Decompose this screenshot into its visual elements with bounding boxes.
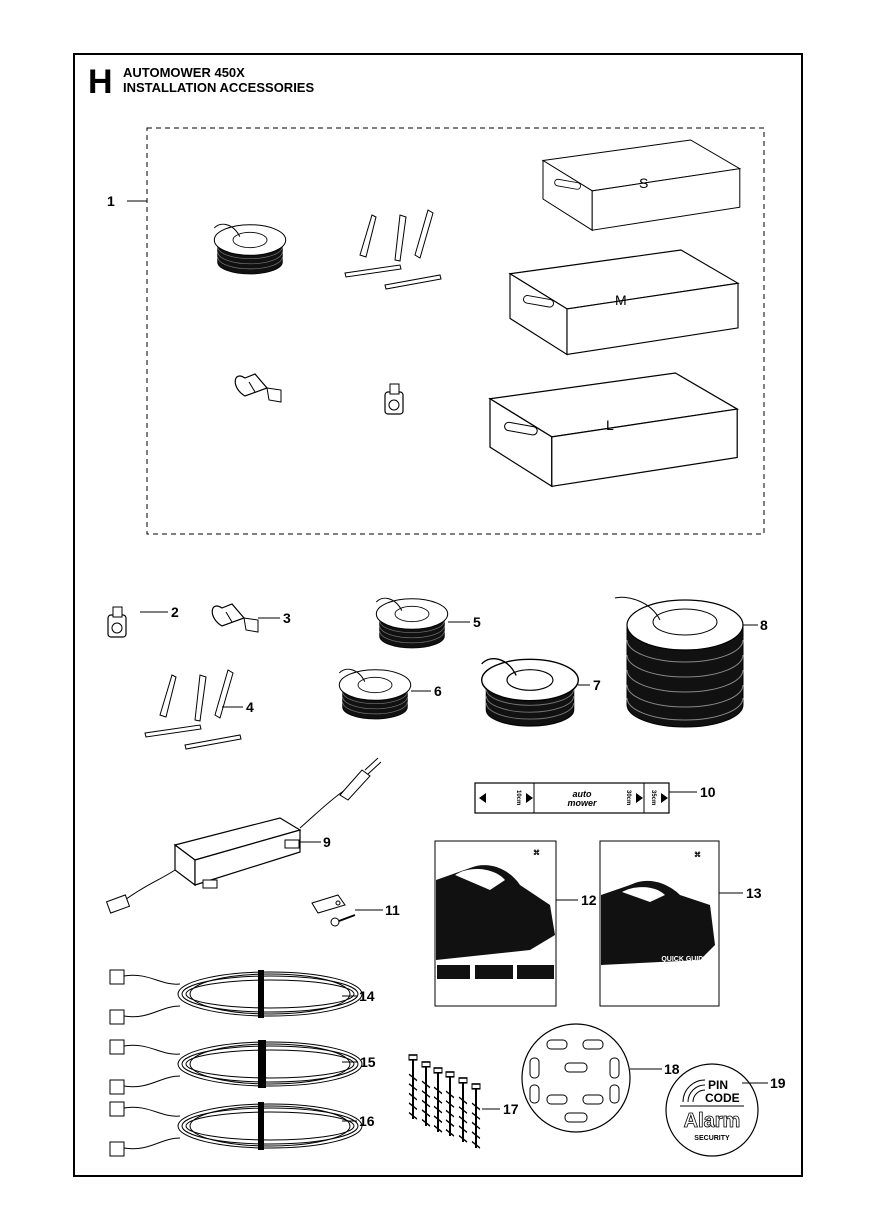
- sticker-alarm: Alarm: [684, 1110, 741, 1132]
- callout-16: 16: [359, 1113, 375, 1129]
- part-spool-5: [375, 597, 449, 649]
- callout-12: 12: [581, 892, 597, 908]
- husqvarna-logo-icon: ⌘: [694, 851, 701, 859]
- callout-18: 18: [664, 1061, 680, 1077]
- part-spool-7: [481, 657, 579, 727]
- page-frame: [73, 53, 803, 1177]
- quick-guide-caption: QUICK GUIDE: [661, 956, 708, 963]
- part-bone-plate: [521, 1023, 631, 1133]
- callout-4: 4: [246, 699, 254, 715]
- callout-17: 17: [503, 1101, 519, 1117]
- kit-group-outline: [146, 127, 765, 535]
- part-measuring-gauge: 10cm 30cm 35cm auto mower: [474, 782, 670, 814]
- callout-14: 14: [359, 988, 375, 1004]
- part-spool-8: [614, 596, 744, 728]
- callout-9: 9: [323, 834, 331, 850]
- part-pegs: [144, 669, 242, 750]
- callout-5: 5: [473, 614, 481, 630]
- callout-13: 13: [746, 885, 762, 901]
- kit-size-l: L: [606, 417, 614, 433]
- part-cable-16: [109, 1101, 363, 1157]
- sticker-code: CODE: [705, 1091, 740, 1105]
- callout-6: 6: [434, 683, 442, 699]
- callout-15: 15: [360, 1054, 376, 1070]
- part-quick-guide: ⌘ QUICK GUIDE: [599, 840, 720, 1007]
- part-operator-manual: ⌘: [434, 840, 557, 1007]
- kit-coupler: [384, 383, 404, 415]
- part-power-supply: [105, 757, 382, 914]
- sticker-pin: PIN: [708, 1078, 728, 1092]
- callout-19: 19: [770, 1075, 786, 1091]
- part-coupler: [107, 606, 127, 638]
- gauge-mark-30cm: 30cm: [625, 790, 631, 805]
- part-cable-14: [109, 969, 363, 1025]
- part-pin-code-sticker: PIN CODE Alarm SECURITY: [665, 1063, 759, 1157]
- section-title: INSTALLATION ACCESSORIES: [123, 80, 314, 95]
- kit-size-m: M: [615, 292, 627, 308]
- part-spool-6: [338, 668, 412, 720]
- callout-10: 10: [700, 784, 716, 800]
- kit-pegs: [344, 209, 442, 290]
- gauge-logo-line2: mower: [567, 798, 597, 808]
- kit-spool: [213, 223, 287, 275]
- part-cable-15: [109, 1039, 363, 1095]
- gauge-mark-10cm: 10cm: [515, 790, 521, 805]
- callout-2: 2: [171, 604, 179, 620]
- callout-1: 1: [107, 193, 115, 209]
- husqvarna-logo-icon: ⌘: [533, 849, 540, 857]
- kit-connector: [234, 373, 282, 403]
- callout-3: 3: [283, 610, 291, 626]
- callout-11: 11: [385, 902, 400, 918]
- gauge-mark-35cm: 35cm: [650, 790, 656, 805]
- part-blade-kit: [311, 894, 356, 927]
- model-title: AUTOMOWER 450X: [123, 65, 245, 80]
- callout-7: 7: [593, 677, 601, 693]
- section-letter: H: [88, 63, 113, 101]
- sticker-security: SECURITY: [694, 1135, 730, 1142]
- callout-8: 8: [760, 617, 768, 633]
- gauge-logo-line1: auto: [573, 789, 593, 799]
- part-screws: [407, 1053, 482, 1150]
- part-connector: [211, 603, 259, 633]
- kit-size-s: S: [639, 175, 648, 191]
